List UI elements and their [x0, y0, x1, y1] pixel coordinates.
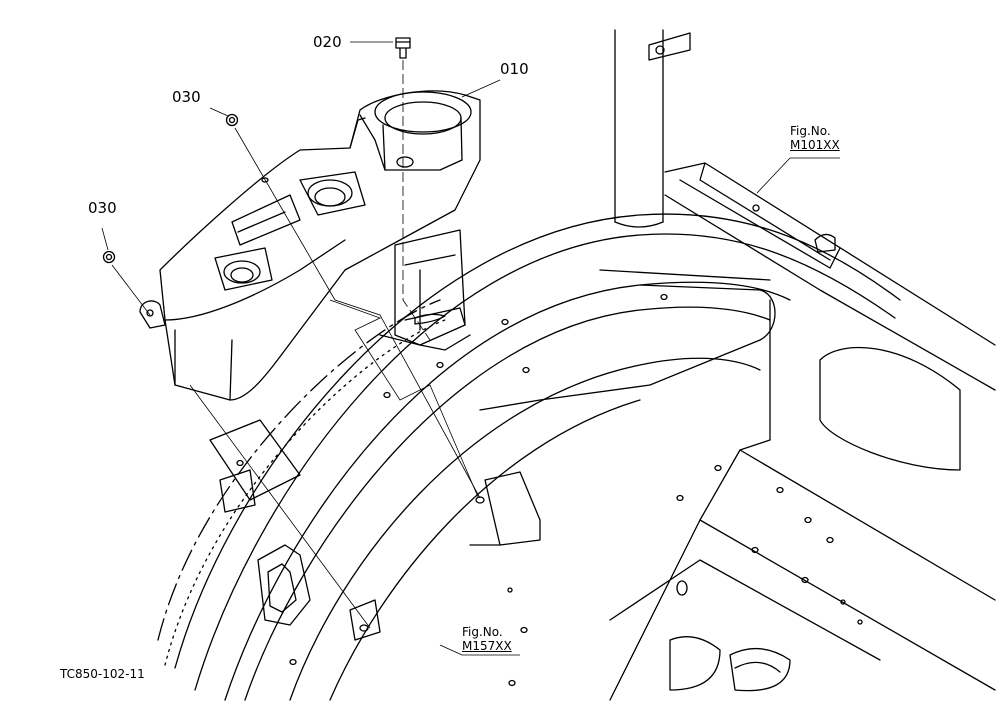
leader-030-upper [209, 107, 229, 117]
figure-reference-number: M157XX [462, 638, 512, 653]
leader-ref-m157xx-tail [439, 644, 463, 656]
mounting-bracket [379, 229, 471, 351]
frame-holes [236, 293, 863, 687]
leader-030-lower [101, 227, 109, 251]
part-label-030-upper: 030 [172, 88, 201, 106]
vertical-post [614, 29, 691, 228]
figure-reference-label: Fig.No. [790, 124, 831, 138]
part-label-020: 020 [313, 33, 342, 51]
console-cover [139, 90, 481, 401]
part-label-030-lower: 030 [88, 199, 117, 217]
cab-frame [157, 162, 996, 701]
axis-line-nut-upper [234, 127, 481, 499]
nut-030-lower [102, 250, 116, 264]
part-label-010: 010 [500, 60, 529, 78]
figure-reference-m101xx: Fig.No. M101XX [790, 124, 840, 153]
figure-reference-number: M101XX [790, 137, 840, 152]
figure-reference-label: Fig.No. [462, 625, 503, 639]
axis-line-side [329, 299, 479, 498]
leader-ref-m101xx-tail [756, 157, 791, 194]
drawing-code: TC850-102-11 [60, 667, 145, 681]
figure-reference-m157xx: Fig.No. M157XX [462, 625, 512, 654]
leader-010 [461, 79, 501, 98]
bolt-020 [395, 37, 411, 59]
axis-line-bolt [402, 60, 431, 341]
axis-line-nut-lower [111, 264, 371, 629]
nut-030-upper [225, 113, 239, 127]
